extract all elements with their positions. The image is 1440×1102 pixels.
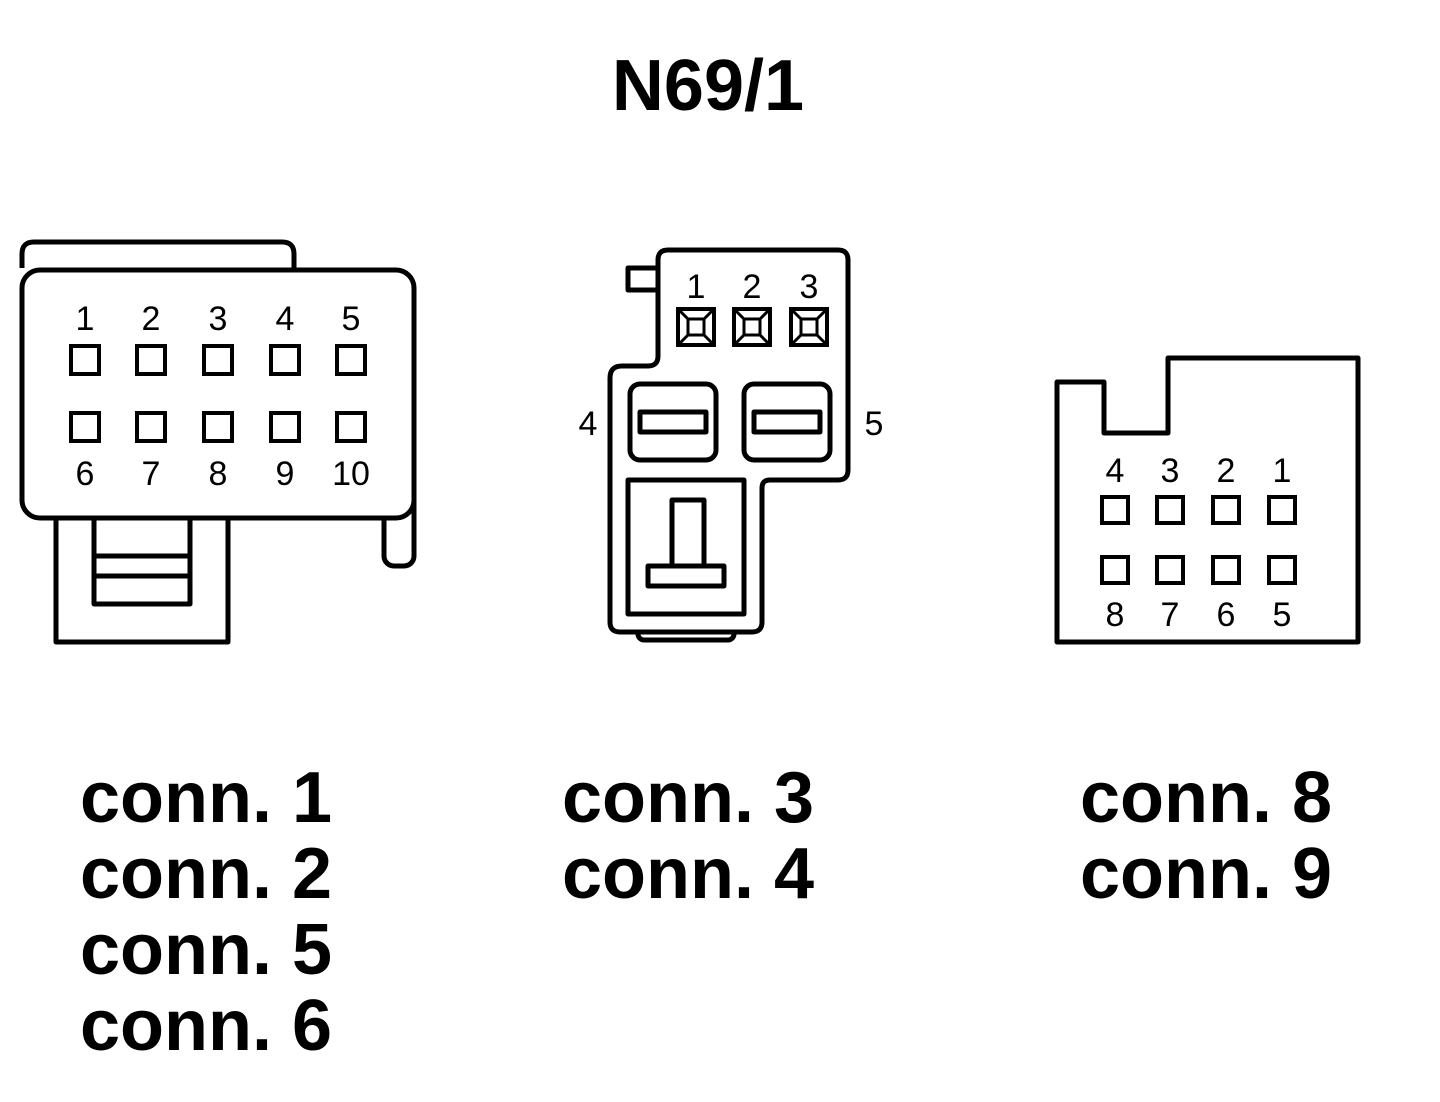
pin-contact xyxy=(69,411,101,443)
pin-chamfer xyxy=(758,333,772,347)
pin-contact xyxy=(1267,555,1297,585)
connector-5-pin-terminal-4 xyxy=(637,409,709,435)
pin-chamfer xyxy=(815,333,829,347)
pin-number: 2 xyxy=(1217,452,1236,490)
pin-contact xyxy=(1211,495,1241,525)
pin-number: 2 xyxy=(743,268,762,306)
connector-10-pin-body xyxy=(19,267,417,521)
pin-number: 5 xyxy=(865,405,884,443)
connector-5-pin-key xyxy=(625,265,663,293)
connector-label: conn. 6 xyxy=(80,986,333,1066)
pin-contact xyxy=(135,411,167,443)
connector-8-pin-label-list: conn. 8 conn. 9 xyxy=(1080,760,1332,912)
pin-number: 1 xyxy=(687,268,706,306)
pin-contact xyxy=(202,344,234,376)
pin-number: 5 xyxy=(1273,596,1292,634)
connector-label: conn. 3 xyxy=(562,758,815,838)
connector-label: conn. 1 xyxy=(80,758,333,838)
pin-contact xyxy=(269,344,301,376)
pin-number: 2 xyxy=(142,300,161,338)
pin-number: 6 xyxy=(76,455,95,493)
connector-label: conn. 4 xyxy=(562,834,815,914)
pin-number: 3 xyxy=(1161,452,1180,490)
pin-contact xyxy=(1100,555,1130,585)
pin-contact xyxy=(1267,495,1297,525)
pin-contact xyxy=(269,411,301,443)
pin-number: 9 xyxy=(276,455,295,493)
pin-chamfer xyxy=(702,333,716,347)
pin-chamfer xyxy=(676,307,690,321)
pin-number: 6 xyxy=(1217,596,1236,634)
pin-number: 3 xyxy=(209,300,228,338)
pin-contact xyxy=(1155,495,1185,525)
connector-5-pin-lock-base xyxy=(645,563,727,589)
connector-5-pin-cavity-4 xyxy=(627,381,719,463)
pin-contact xyxy=(1155,555,1185,585)
pin-terminal xyxy=(799,317,819,337)
pin-contact xyxy=(202,411,234,443)
connector-10-pin-pins: 1 2 3 4 5 6 7 8 9 10 xyxy=(69,300,370,493)
pin-number: 7 xyxy=(142,455,161,493)
connector-label: conn. 5 xyxy=(80,910,333,990)
pin-chamfer xyxy=(789,333,803,347)
pin-number: 7 xyxy=(1161,596,1180,634)
connector-label: conn. 8 xyxy=(1080,758,1333,838)
connector-label: conn. 2 xyxy=(80,834,333,914)
connector-5-pin-cavity-5 xyxy=(741,381,833,463)
connector-label: conn. 9 xyxy=(1080,834,1333,914)
connector-5-pin-terminal-5 xyxy=(751,409,823,435)
pin-number: 5 xyxy=(342,300,361,338)
pin-chamfer xyxy=(758,307,772,321)
pin-number: 8 xyxy=(1106,596,1125,634)
pin-chamfer xyxy=(732,333,746,347)
pin-chamfer xyxy=(789,307,803,321)
pin-number: 1 xyxy=(76,300,95,338)
pin-contact xyxy=(335,344,367,376)
pin-number: 8 xyxy=(209,455,228,493)
pin-contact xyxy=(335,411,367,443)
pin-number: 4 xyxy=(579,405,598,443)
diagram-title: N69/1 xyxy=(612,46,804,126)
connector-10-pin-label-list: conn. 1 conn. 2 conn. 5 conn. 6 xyxy=(80,760,332,1064)
pin-chamfer xyxy=(676,333,690,347)
pin-contact xyxy=(69,344,101,376)
connector-5-pin-lock-stem xyxy=(669,497,707,573)
pin-contact xyxy=(135,344,167,376)
pin-terminal xyxy=(686,317,706,337)
pin-chamfer xyxy=(815,307,829,321)
pin-number: 4 xyxy=(276,300,295,338)
pin-contact xyxy=(1211,555,1241,585)
connector-5-pin-label-list: conn. 3 conn. 4 xyxy=(562,760,814,912)
pin-number: 1 xyxy=(1273,452,1292,490)
pin-chamfer xyxy=(732,307,746,321)
connector-10-pin-back-shell xyxy=(19,239,297,268)
pin-number: 4 xyxy=(1106,452,1125,490)
pin-chamfer xyxy=(702,307,716,321)
pin-contact xyxy=(1100,495,1130,525)
connector-10-pin: 1 2 3 4 5 6 7 8 9 10 xyxy=(19,239,417,645)
pin-number: 3 xyxy=(800,268,819,306)
pin-terminal xyxy=(742,317,762,337)
pin-number: 10 xyxy=(332,455,370,493)
